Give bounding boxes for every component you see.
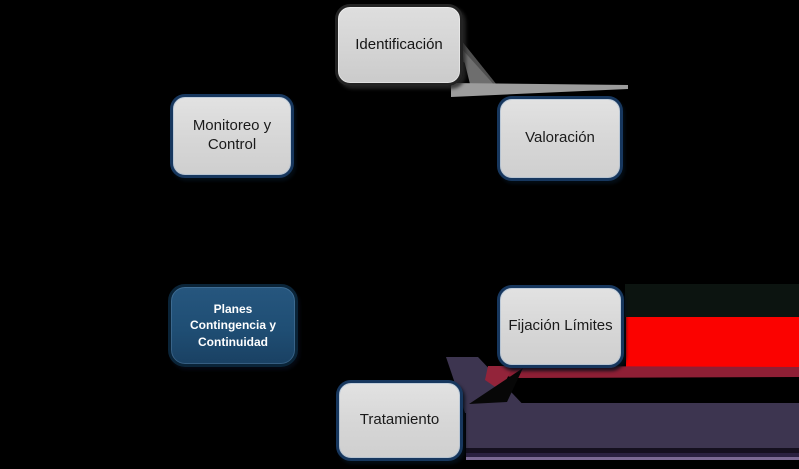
arrow-fijacion-to-tratamiento-head	[469, 368, 523, 404]
arrow-identificacion-to-valoracion-mid	[461, 48, 497, 88]
node-tratamiento-label: Tratamiento	[359, 411, 440, 429]
node-tratamiento: Tratamiento	[336, 380, 463, 461]
edge-band-purple-dark	[466, 448, 799, 453]
node-identificacion: Identificación	[335, 4, 463, 86]
node-planes-contingencia-continuidad: Planes Contingencia y Continuidad	[168, 284, 298, 367]
edge-band-red	[626, 317, 799, 367]
edge-band-dark-green	[625, 284, 799, 317]
arrow-identificacion-to-valoracion-dark	[461, 40, 501, 90]
node-identificacion-label: Identificación	[355, 35, 443, 53]
edge-band-purple-mid	[466, 453, 799, 457]
node-valoracion: Valoración	[497, 96, 623, 181]
edge-band-lavender-line	[466, 457, 799, 460]
node-monitoreo-label: Monitoreo y Control	[192, 117, 272, 153]
node-monitoreo-y-control: Monitoreo y Control	[170, 94, 294, 178]
node-valoracion-label: Valoración	[525, 129, 595, 147]
node-planes-label: Planes Contingencia y Continuidad	[189, 302, 276, 349]
arrow-fijacion-to-tratamiento-tail	[485, 366, 513, 391]
arrow-identificacion-to-valoracion-light	[451, 83, 628, 97]
edge-band-purple	[466, 403, 799, 448]
node-fijacion-limites: Fijación Límites	[497, 285, 624, 368]
node-fijacion-label: Fijación Límites	[508, 317, 613, 335]
